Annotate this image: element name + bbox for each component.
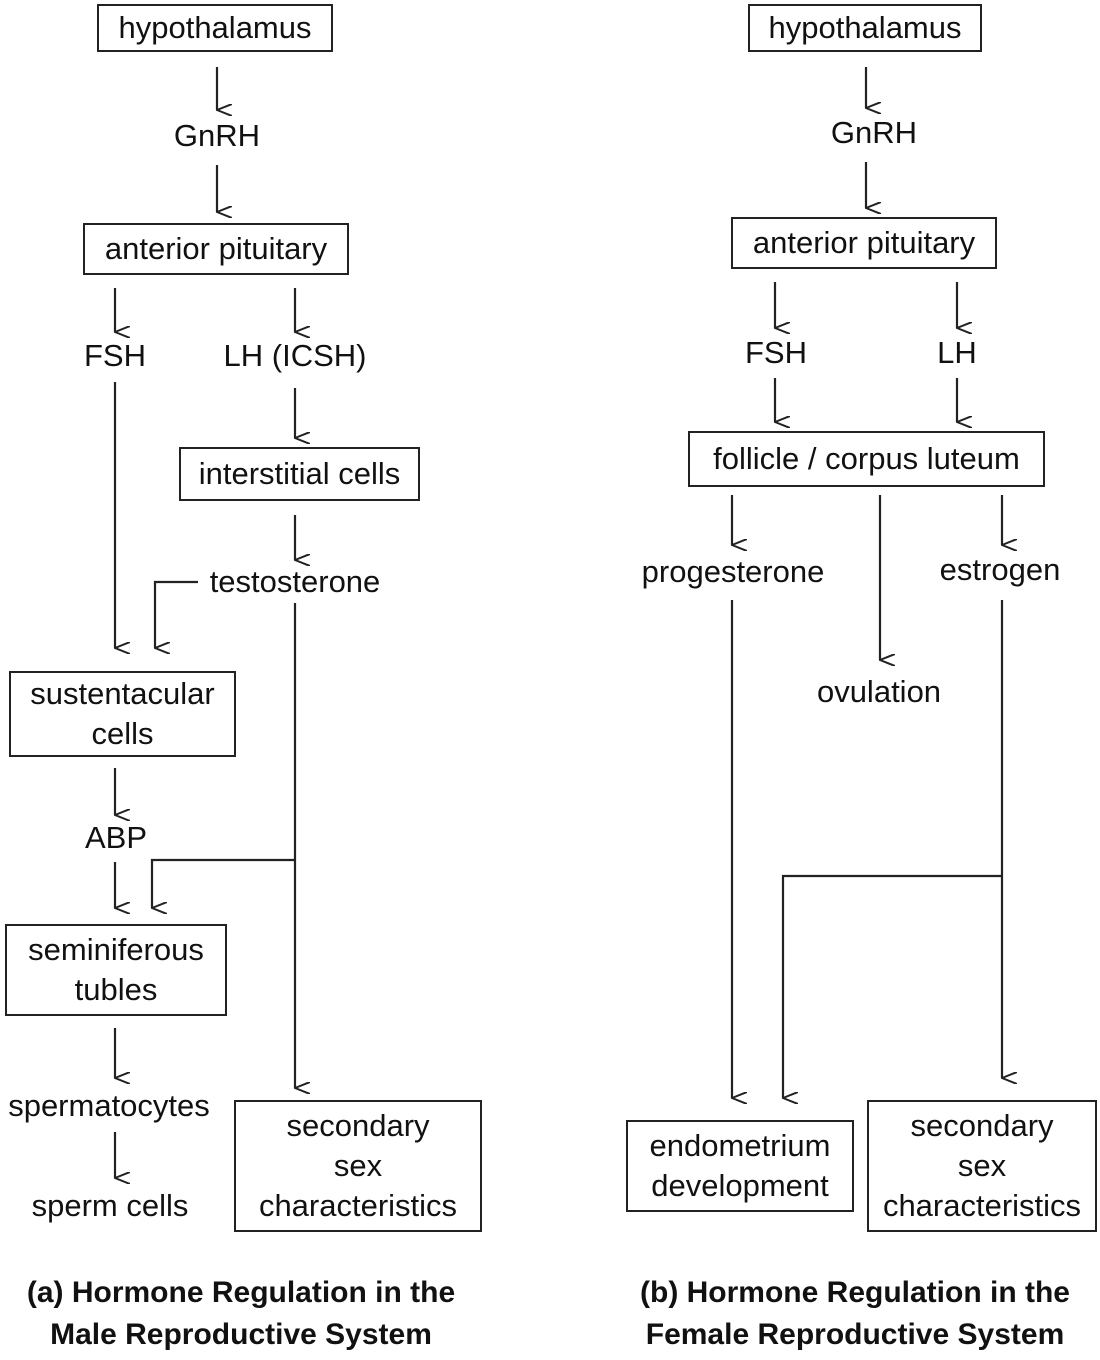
female-follicle-label: follicle / corpus luteum (713, 441, 1020, 476)
male-lh-label: LH (ICSH) (223, 338, 367, 373)
male-abp-label: ABP (84, 820, 148, 855)
male-sustentacular-line-2: cells (91, 716, 154, 751)
male-seminiferous-line-2: tubles (74, 972, 158, 1007)
female-follicle-box: follicle / corpus luteum (688, 431, 1045, 487)
female-ovulation-label: ovulation (816, 674, 942, 709)
female-endometrium-line-1: endometrium (649, 1128, 831, 1163)
male-caption: (a) Hormone Regulation in the Male Repro… (0, 1272, 482, 1356)
female-endometrium-box: endometrium development (626, 1120, 854, 1212)
male-seminiferous-line-1: seminiferous (28, 932, 204, 967)
male-interstitial-cells-label: interstitial cells (198, 456, 401, 491)
female-caption-line-2: Female Reproductive System (645, 1318, 1065, 1351)
male-hypothalamus-label: hypothalamus (118, 10, 312, 45)
male-caption-line-2: Male Reproductive System (50, 1318, 432, 1351)
female-hypothalamus-label: hypothalamus (768, 10, 962, 45)
female-estrogen-label: estrogen (939, 552, 1061, 587)
male-caption-line-1: (a) Hormone Regulation in the (26, 1276, 456, 1309)
female-fsh-label: FSH (745, 335, 807, 370)
female-anterior-pituitary-label: anterior pituitary (752, 225, 976, 260)
male-secondary-line-3: characteristics (258, 1188, 458, 1223)
male-spermatocytes-label: spermatocytes (8, 1088, 210, 1123)
male-secondary-sex-box: secondary sex characteristics (234, 1100, 482, 1232)
male-secondary-line-2: sex (333, 1148, 383, 1183)
male-seminiferous-tubles-box: seminiferous tubles (5, 924, 227, 1016)
female-progesterone-label: progesterone (641, 554, 825, 589)
male-secondary-line-1: secondary (286, 1108, 430, 1143)
male-gnrh-label: GnRH (173, 118, 261, 153)
female-secondary-line-2: sex (957, 1148, 1007, 1183)
female-gnrh-label: GnRH (830, 115, 918, 150)
female-caption-line-1: (b) Hormone Regulation in the (640, 1276, 1070, 1309)
male-interstitial-cells-box: interstitial cells (179, 447, 420, 501)
male-sustentacular-line-1: sustentacular (30, 676, 215, 711)
female-secondary-sex-box: secondary sex characteristics (867, 1100, 1097, 1232)
male-anterior-pituitary-box: anterior pituitary (83, 223, 349, 275)
female-secondary-line-1: secondary (910, 1108, 1054, 1143)
male-anterior-pituitary-label: anterior pituitary (104, 231, 328, 266)
arrow-testosterone-to-sustentacular (153, 580, 198, 648)
female-lh-label: LH (937, 335, 977, 370)
female-hypothalamus-box: hypothalamus (748, 4, 982, 52)
male-testosterone-label: testosterone (209, 564, 381, 599)
male-sperm-cells-label: sperm cells (31, 1188, 189, 1223)
male-sustentacular-cells-box: sustentacular cells (9, 671, 236, 757)
male-hypothalamus-box: hypothalamus (97, 4, 333, 52)
female-caption: (b) Hormone Regulation in the Female Rep… (610, 1272, 1100, 1356)
male-fsh-label: FSH (84, 338, 146, 373)
female-endometrium-line-2: development (651, 1168, 829, 1203)
arrow-testosterone-to-tubles (150, 858, 295, 908)
female-secondary-line-3: characteristics (882, 1188, 1082, 1223)
female-anterior-pituitary-box: anterior pituitary (731, 217, 997, 269)
arrow-f-estrogen-to-endometrium (781, 874, 1002, 1098)
